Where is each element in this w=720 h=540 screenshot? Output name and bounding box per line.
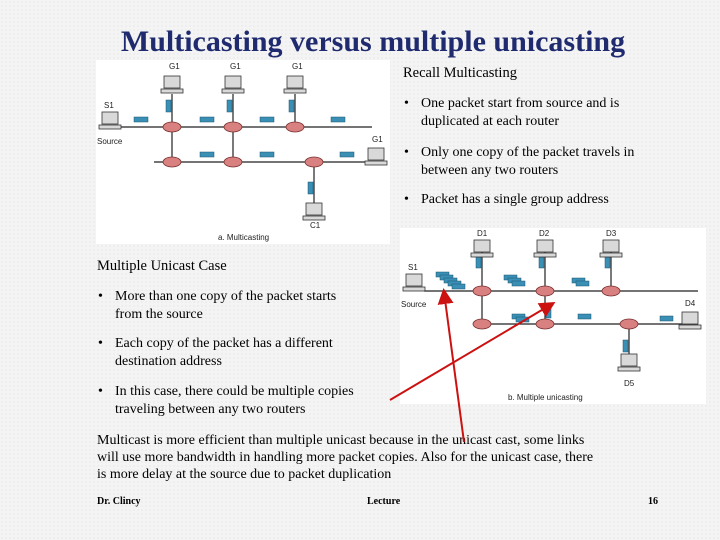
slide-title: Multicasting versus multiple unicasting: [120, 25, 626, 58]
bullet-dot: •: [98, 384, 103, 399]
multicasting-diagram: G1 G1 G1 S1 Source G1 C1 a. Multicasting: [97, 62, 388, 242]
figure-b-caption: b. Multiple unicasting: [508, 393, 583, 402]
computer-icons: [98, 75, 388, 221]
packet-icons: [133, 99, 355, 195]
conclusion-line: will use more bandwidth in handling more…: [97, 450, 594, 465]
label-s1: S1: [104, 101, 114, 110]
figure-a-caption: a. Multicasting: [218, 233, 269, 242]
bullet-text-line: traveling between any two routers: [115, 402, 306, 417]
label-g1: G1: [292, 62, 303, 71]
label-c1: C1: [310, 221, 321, 230]
router-icons: [472, 285, 639, 330]
bullet-text-line: destination address: [115, 354, 222, 369]
packet-icons: [435, 255, 674, 353]
bullet-dot: •: [404, 96, 409, 111]
bullet-text-line: In this case, there could be multiple co…: [115, 384, 354, 399]
bullet-text-line: More than one copy of the packet starts: [115, 289, 337, 304]
multiple-unicast-heading: Multiple Unicast Case: [97, 258, 227, 274]
bullet-text-line: duplicated at each router: [421, 114, 559, 129]
label-s1: S1: [408, 263, 418, 272]
computer-icons: [402, 239, 702, 372]
bullet-text-line: Each copy of the packet has a different: [115, 336, 333, 351]
label-d3: D3: [606, 229, 617, 238]
label-g1: G1: [372, 135, 383, 144]
bullet-text-line: from the source: [115, 307, 203, 322]
conclusion-line: is more delay at the source due to packe…: [97, 467, 392, 482]
footer-lecture: Lecture: [367, 496, 401, 507]
label-source: Source: [97, 137, 123, 146]
bullet-dot: •: [98, 289, 103, 304]
label-g1: G1: [230, 62, 241, 71]
router-icons: [162, 121, 324, 168]
multicasting-figure: G1 G1 G1 S1 Source G1 C1 a. Multicasting: [96, 60, 390, 244]
footer-author: Dr. Clincy: [97, 496, 141, 507]
bullet-dot: •: [98, 336, 103, 351]
label-d1: D1: [477, 229, 488, 238]
conclusion-line: Multicast is more efficient than multipl…: [97, 433, 585, 448]
bullet-text-line: Only one copy of the packet travels in: [421, 145, 635, 160]
bullet-dot: •: [404, 192, 409, 207]
label-d5: D5: [624, 379, 635, 388]
footer-page-number: 16: [648, 496, 658, 507]
bullet-text-line: One packet start from source and is: [421, 96, 620, 111]
bullet-text-line: between any two routers: [421, 163, 559, 178]
label-g1: G1: [169, 62, 180, 71]
conclusion-paragraph: Multicast is more efficient than multipl…: [97, 432, 707, 483]
label-d4: D4: [685, 299, 696, 308]
multiple-unicasting-figure: D1 D2 D3 S1 Source D4 D5 b. Multiple uni…: [400, 228, 706, 404]
bullet-text-line: Packet has a single group address: [421, 192, 609, 207]
multiple-unicasting-diagram: D1 D2 D3 S1 Source D4 D5 b. Multiple uni…: [401, 229, 702, 402]
label-source: Source: [401, 300, 427, 309]
recall-multicasting-heading: Recall Multicasting: [403, 65, 517, 81]
bullet-dot: •: [404, 145, 409, 160]
label-d2: D2: [539, 229, 550, 238]
